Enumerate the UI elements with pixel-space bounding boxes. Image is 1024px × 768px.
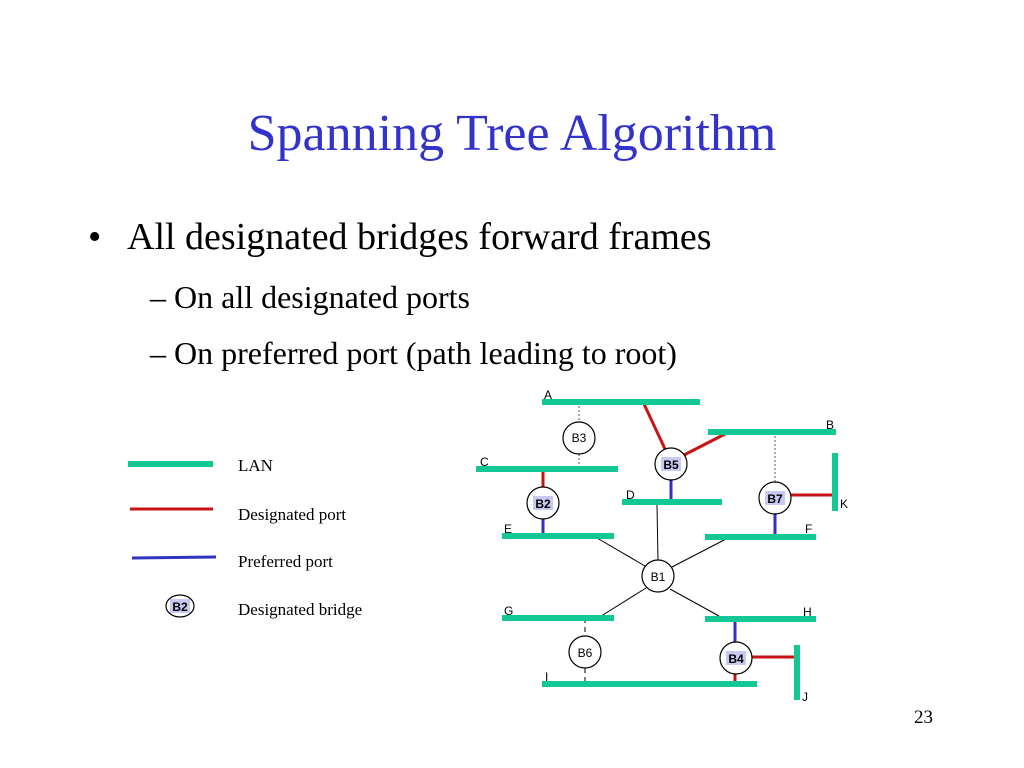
svg-text:B7: B7 [767, 492, 783, 506]
lan-label-b: B [826, 418, 834, 432]
subbullet: – On all designated ports [150, 279, 470, 315]
bullet-dot: • [88, 216, 102, 258]
bridge-b6: B6 [568, 635, 602, 669]
lan-label-j: J [802, 690, 808, 704]
legend-designated-bridge-label: Designated bridge [238, 600, 362, 619]
slide-title: Spanning Tree Algorithm [247, 105, 777, 162]
bridge-b1: B1 [641, 559, 675, 593]
page-number: 23 [914, 707, 933, 728]
legend-designated-port-label: Designated port [238, 505, 346, 524]
lan-label-a: A [544, 388, 552, 402]
lan-label-f: F [805, 522, 812, 536]
lan-label-c: C [480, 455, 489, 469]
svg-text:B2: B2 [535, 497, 551, 511]
legend: LAN Designated port Preferred port B2 De… [128, 456, 362, 619]
bridge-b3: B3 [562, 421, 596, 455]
subbullet: – On preferred port (path leading to roo… [150, 335, 677, 371]
legend-lan-label: LAN [238, 456, 273, 475]
svg-text:B5: B5 [663, 458, 679, 472]
bridge-b7: B7 [758, 481, 792, 515]
legend-preferred-port-label: Preferred port [238, 552, 333, 571]
subbullet-text: On preferred port (path leading to root) [174, 335, 677, 371]
bridge-b5: B5 [654, 447, 688, 481]
legend-bridge-label: B2 [172, 600, 188, 614]
b5-port-a [642, 403, 667, 450]
bridge-b4: B4 [719, 641, 753, 675]
lan-label-i: I [545, 670, 548, 684]
svg-text:B4: B4 [728, 652, 744, 666]
lan-label-k: K [840, 497, 848, 511]
svg-text:B1: B1 [651, 570, 666, 584]
legend-preferred-port-line [131, 555, 217, 560]
subbullet-text: On all designated ports [174, 279, 470, 315]
b5-port-b [683, 431, 728, 457]
lan-label-g: G [504, 604, 513, 618]
svg-text:B6: B6 [578, 646, 593, 660]
lan-label-h: H [803, 605, 812, 619]
svg-text:B3: B3 [572, 431, 587, 445]
lan-label-d: D [626, 488, 635, 502]
bullet-text: All designated bridges forward frames [127, 216, 712, 258]
bullet: • All designated bridges forward frames [88, 215, 712, 259]
bridge-b2: B2 [526, 486, 560, 520]
lan-label-e: E [504, 522, 512, 536]
